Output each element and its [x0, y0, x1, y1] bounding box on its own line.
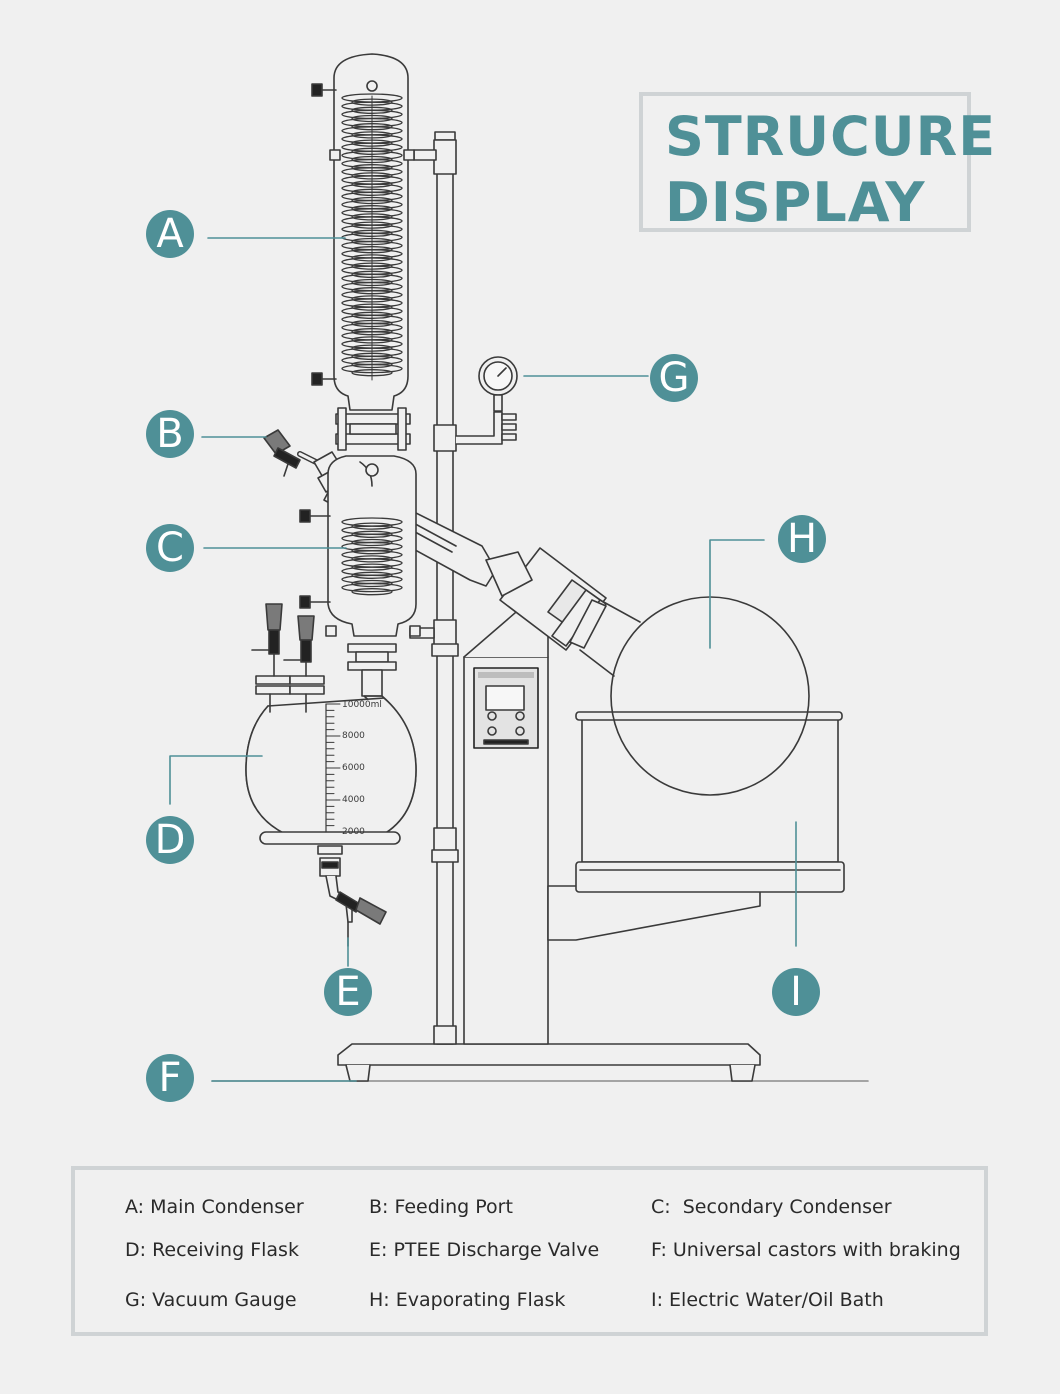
lift-column	[463, 599, 549, 1045]
marker-b: B	[146, 410, 194, 458]
base-plate	[211, 1043, 869, 1082]
marker-f: F	[146, 1054, 194, 1102]
scale-4000: 4000	[342, 795, 365, 805]
legend-item-e: E: PTEE Discharge Valve	[369, 1239, 600, 1261]
vacuum-gauge	[455, 356, 518, 445]
main-condenser	[311, 53, 415, 411]
receiving-flask: 10000ml 8000 6000 4000 2000	[245, 603, 417, 845]
scale-6000: 6000	[342, 763, 365, 773]
leader-lines	[169, 237, 797, 1082]
title-line-2: DISPLAY	[665, 171, 926, 234]
discharge-valve	[317, 845, 387, 947]
marker-c: C	[146, 524, 194, 572]
legend-item-i: I: Electric Water/Oil Bath	[651, 1289, 884, 1311]
marker-d: D	[146, 816, 194, 864]
legend-item-c: C: Secondary Condenser	[651, 1196, 892, 1218]
scale-10000: 10000ml	[342, 700, 382, 710]
legend-box: A: Main Condenser B: Feeding Port C: Sec…	[71, 1166, 988, 1336]
main-flange-clamp	[335, 407, 411, 451]
secondary-condenser	[299, 455, 421, 637]
legend-item-b: B: Feeding Port	[369, 1196, 513, 1218]
legend-item-h: H: Evaporating Flask	[369, 1289, 566, 1311]
marker-e: E	[324, 968, 372, 1016]
receiver-flange-clamp	[347, 643, 397, 697]
legend-item-g: G: Vacuum Gauge	[125, 1289, 297, 1311]
legend-item-d: D: Receiving Flask	[125, 1239, 299, 1261]
marker-i: I	[772, 968, 820, 1016]
title-box: STRUCURE DISPLAY	[639, 92, 995, 234]
marker-a: A	[146, 210, 194, 258]
marker-g: G	[650, 354, 698, 402]
scale-2000: 2000	[342, 827, 365, 837]
support-rod	[409, 131, 459, 1045]
title-line-1: STRUCURE	[665, 105, 997, 168]
legend-item-a: A: Main Condenser	[125, 1196, 304, 1218]
scale-8000: 8000	[342, 731, 365, 741]
water-oil-bath	[547, 711, 845, 941]
marker-h: H	[778, 515, 826, 563]
legend-item-f: F: Universal castors with braking	[651, 1239, 961, 1261]
